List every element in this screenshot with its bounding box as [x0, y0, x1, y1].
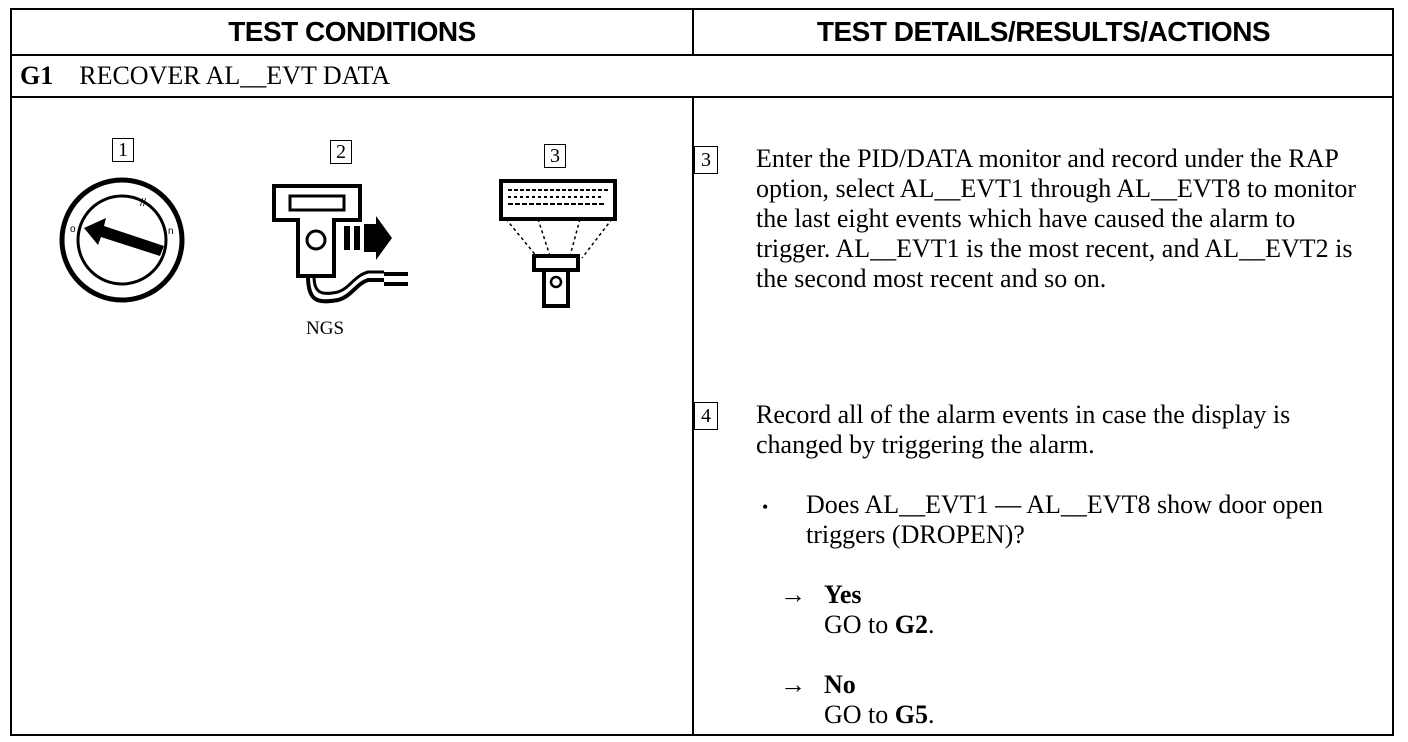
answer-yes: → Yes GO to G2. [780, 580, 935, 640]
section-title: RECOVER AL__EVT DATA [79, 61, 391, 90]
question-text: Does AL__EVT1 — AL__EVT8 show door open … [806, 490, 1324, 549]
figure-2-number: 2 [330, 140, 352, 164]
figure-2-caption: NGS [306, 318, 345, 339]
header-rule [12, 54, 1392, 56]
answer-yes-action: GO to G2. [824, 610, 935, 639]
figure-1-number: 1 [112, 138, 134, 162]
figure-3-number: 3 [544, 144, 566, 168]
step-4-number: 4 [694, 402, 718, 430]
scan-tool-display-icon [499, 179, 617, 308]
step-4: 4 Record all of the alarm events in case… [694, 400, 1376, 460]
svg-text://: // [140, 197, 147, 209]
question-bullet: • [762, 497, 769, 517]
step-4-text: Record all of the alarm events in case t… [756, 400, 1291, 459]
answer-yes-label: Yes [824, 580, 862, 609]
svg-text:n: n [168, 226, 174, 237]
header-test-conditions: TEST CONDITIONS [228, 16, 476, 47]
header-divider [692, 10, 694, 54]
step-3: 3 Enter the PID/DATA monitor and record … [694, 144, 1376, 294]
section-id: G1 [20, 61, 54, 90]
section-rule [12, 96, 1392, 98]
svg-text:o: o [70, 224, 76, 235]
question: • Does AL__EVT1 — AL__EVT8 show door ope… [762, 490, 1376, 550]
body-divider [692, 98, 694, 734]
answer-yes-arrow: → [780, 580, 806, 609]
test-table: TEST CONDITIONS TEST DETAILS/RESULTS/ACT… [10, 8, 1394, 736]
ngs-tester-icon [272, 184, 408, 304]
step-3-number: 3 [694, 146, 718, 174]
step-3-text: Enter the PID/DATA monitor and record un… [756, 144, 1357, 293]
section-row: G1 RECOVER AL__EVT DATA [20, 56, 390, 96]
header-test-details: TEST DETAILS/RESULTS/ACTIONS [816, 16, 1271, 47]
answer-no-action: GO to G5. [824, 700, 935, 729]
answer-no-arrow: → [780, 670, 806, 699]
answer-no-label: No [824, 670, 856, 699]
answer-no-target: G5 [894, 700, 929, 729]
ignition-switch-icon: o // n [59, 177, 185, 303]
answer-no: → No GO to G5. [780, 670, 935, 730]
answer-yes-target: G2 [894, 610, 929, 639]
